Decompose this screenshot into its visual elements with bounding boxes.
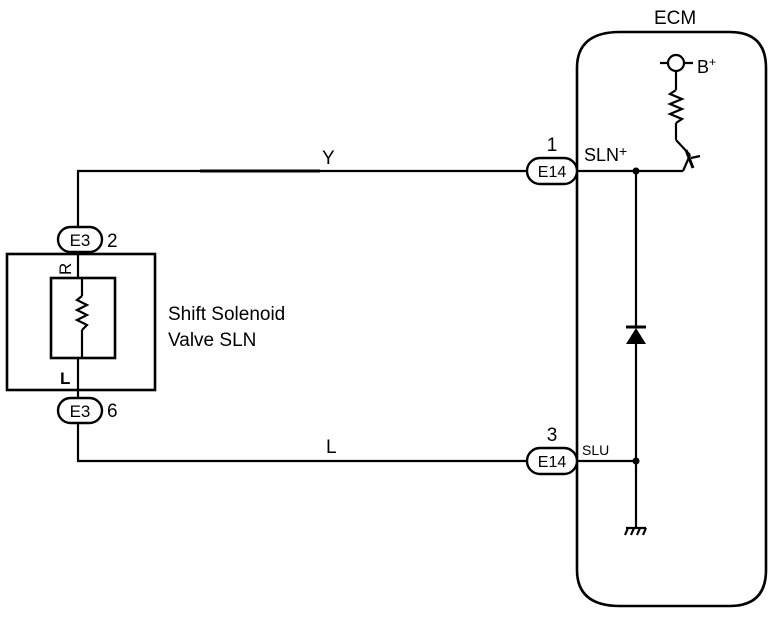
connector-e3-top-pin: 2: [107, 231, 118, 252]
wire-l: [76, 424, 527, 463]
solenoid-label-line2: Valve SLN: [168, 330, 256, 351]
wire-color-l-solenoid: L: [60, 369, 70, 388]
wire-color-r: R: [56, 263, 75, 275]
connector-e3-bottom: E3: [56, 396, 104, 425]
connector-e14-bottom-label: E14: [538, 454, 567, 471]
pin-label-sln: SLN+: [584, 143, 627, 165]
internal-resistor-icon: [667, 89, 685, 124]
connector-e14-bottom: E14: [525, 446, 579, 476]
wire-color-y: Y: [322, 148, 335, 169]
battery-terminal-icon: [660, 53, 693, 73]
wire-y: [76, 169, 527, 228]
diode-icon: [626, 325, 646, 344]
ecm-title: ECM: [654, 8, 696, 29]
ground-icon: [623, 526, 648, 536]
connector-e3-bottom-label: E3: [70, 402, 91, 421]
connector-e14-bottom-pin: 3: [547, 425, 558, 446]
transistor-icon: [675, 139, 701, 172]
solenoid-coil-icon: [74, 295, 90, 331]
solenoid-label-line1: Shift Solenoid: [168, 304, 285, 325]
ecm-box: [575, 30, 768, 608]
connector-e14-top: E14: [525, 156, 579, 186]
connector-e3-bottom-pin: 6: [107, 401, 118, 422]
wire-color-l: L: [326, 437, 337, 458]
power-label: B+: [697, 55, 716, 77]
pin-label-slu: SLU: [582, 442, 609, 458]
connector-e14-top-label: E14: [538, 164, 567, 181]
solenoid-outer-box: [5, 252, 157, 392]
connector-e3-top-label: E3: [70, 231, 91, 250]
connector-e3-top: E3: [56, 225, 104, 254]
connector-e14-top-pin: 1: [547, 135, 558, 156]
